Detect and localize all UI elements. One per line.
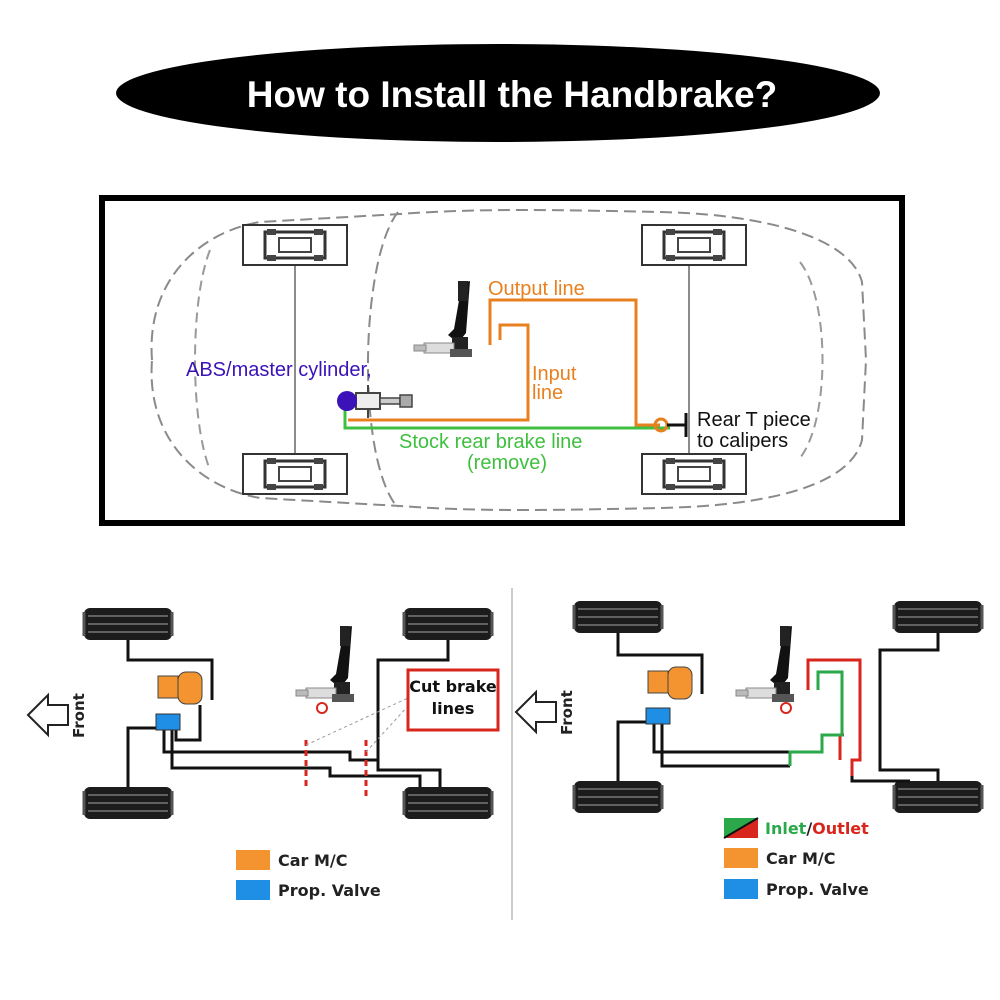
left-front-arrow — [26, 692, 69, 738]
right-legend-sep: / — [806, 819, 812, 838]
right-tire-fr — [892, 599, 984, 635]
stock-brake-line — [343, 405, 670, 430]
left-handbrake-lever — [295, 625, 355, 703]
left-tire-fl — [82, 606, 174, 642]
right-legend-outlet: Outlet — [812, 819, 869, 838]
front-right-wheel — [241, 452, 349, 496]
abs-master-cylinder-dot — [337, 391, 357, 411]
rear-t-label-2: to calipers — [697, 430, 788, 452]
cut-label-1: Cut brake — [409, 677, 497, 696]
input-line-label-1: Input — [532, 363, 577, 385]
cut-pointer-2 — [365, 705, 409, 753]
left-car-mc — [157, 675, 179, 699]
right-legend-mc-label: Car M/C — [766, 849, 836, 868]
right-tire-rl — [572, 779, 664, 815]
left-tire-fr — [402, 606, 494, 642]
right-car-mc-reservoir — [667, 666, 693, 700]
rear-t-label-1: Rear T piece — [697, 409, 811, 431]
master-cylinder — [355, 385, 413, 418]
right-front-arrow — [514, 689, 557, 735]
right-outlet-line-2 — [838, 733, 844, 760]
top-car-diagram: ABS/master cylinder, Output line Input l… — [99, 195, 905, 526]
left-front-label: Front — [70, 693, 88, 738]
left-legend-mc-label: Car M/C — [278, 851, 348, 870]
left-legend-valve-label: Prop. Valve — [278, 881, 381, 900]
left-tire-rl — [82, 785, 174, 821]
right-tire-fl — [572, 599, 664, 635]
left-legend-mc-swatch — [236, 850, 270, 870]
right-handbrake-fitting — [780, 702, 792, 714]
page-title: How to Install the Handbrake? — [247, 74, 777, 115]
car-rear-window — [799, 261, 824, 459]
left-tire-rr — [402, 785, 494, 821]
stock-line-label-1: Stock rear brake line — [399, 431, 582, 453]
stock-line-label-2: (remove) — [467, 452, 547, 474]
right-prop-valve — [645, 707, 671, 725]
left-prop-valve — [155, 713, 181, 731]
cut-label-box — [406, 668, 500, 732]
rear-left-wheel — [640, 223, 748, 267]
cut-pointer-1 — [305, 697, 409, 746]
abs-label: ABS/master cylinder, — [186, 359, 372, 381]
left-legend-valve-swatch — [236, 880, 270, 900]
right-legend-inlet: Inlet — [765, 819, 807, 838]
right-legend-mc-swatch — [724, 848, 758, 868]
left-schematic: Front Cut brake lines Car M/C Prop. Valv… — [26, 606, 500, 900]
input-line — [348, 323, 530, 422]
top-frame — [99, 195, 905, 526]
output-line-label: Output line — [488, 278, 585, 300]
right-legend-inlet-outlet-swatch — [723, 817, 759, 839]
car-outline — [150, 209, 868, 511]
left-handbrake-fitting — [316, 702, 328, 714]
front-left-wheel — [241, 223, 349, 267]
right-outlet-line — [806, 658, 862, 776]
title-banner — [116, 44, 880, 142]
output-line — [488, 298, 660, 427]
car-windshield — [367, 211, 399, 509]
right-front-label: Front — [558, 690, 576, 735]
input-line-label-2: line — [532, 382, 563, 404]
left-car-mc-reservoir — [177, 671, 203, 705]
right-legend-valve-swatch — [724, 879, 758, 899]
right-tire-rr — [892, 779, 984, 815]
car-hood-line — [194, 249, 211, 471]
right-car-mc — [647, 670, 669, 694]
rear-right-wheel — [640, 452, 748, 496]
right-legend-valve-label: Prop. Valve — [766, 880, 869, 899]
right-handbrake-lever — [735, 625, 795, 703]
cut-label-2: lines — [432, 699, 475, 718]
right-inlet-line — [788, 670, 844, 766]
right-schematic: Front Inlet/Outlet Car M/C Prop. Valve — [514, 599, 984, 899]
right-legend-inlet-outlet: Inlet/Outlet — [765, 819, 869, 838]
